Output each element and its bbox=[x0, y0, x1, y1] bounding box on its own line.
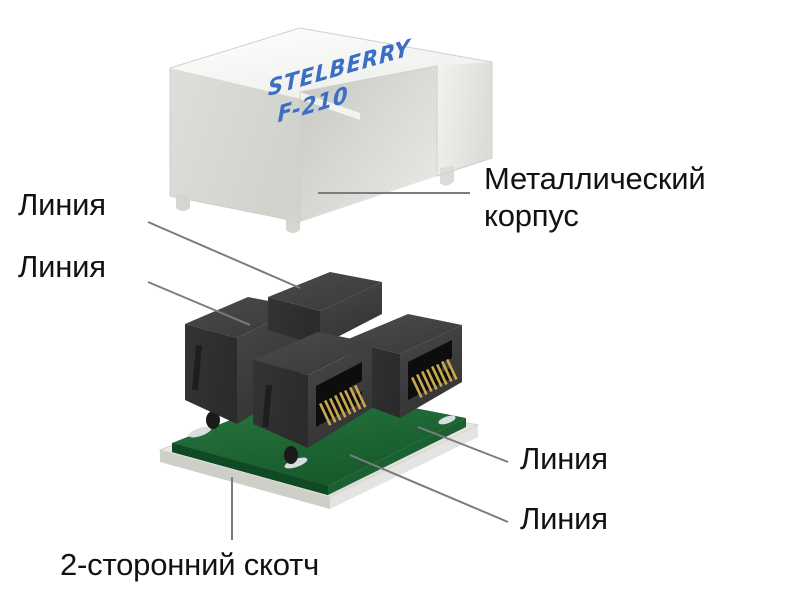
rj45-port-icon bbox=[316, 362, 367, 427]
metal-cover: STELBERRY F-210 bbox=[169, 27, 493, 233]
rj45-port-icon bbox=[408, 340, 458, 400]
leader-line bbox=[417, 426, 509, 463]
callout-line-4: Линия bbox=[520, 501, 608, 536]
callout-line-1: Линия bbox=[18, 187, 106, 222]
leader-line bbox=[147, 221, 301, 289]
callout-metal-case: Металлический корпус bbox=[484, 161, 706, 233]
callout-line-3: Линия bbox=[520, 441, 608, 476]
rj45-jack-rear-right bbox=[268, 272, 382, 346]
callout-double-tape: 2-сторонний скотч bbox=[60, 547, 320, 582]
leader-lines bbox=[147, 192, 509, 540]
rj45-jack-front-left bbox=[253, 332, 372, 448]
rj45-jack-front-right bbox=[346, 314, 462, 418]
leader-line bbox=[349, 454, 509, 523]
callout-line-2: Линия bbox=[18, 249, 106, 284]
leader-line bbox=[147, 281, 251, 326]
